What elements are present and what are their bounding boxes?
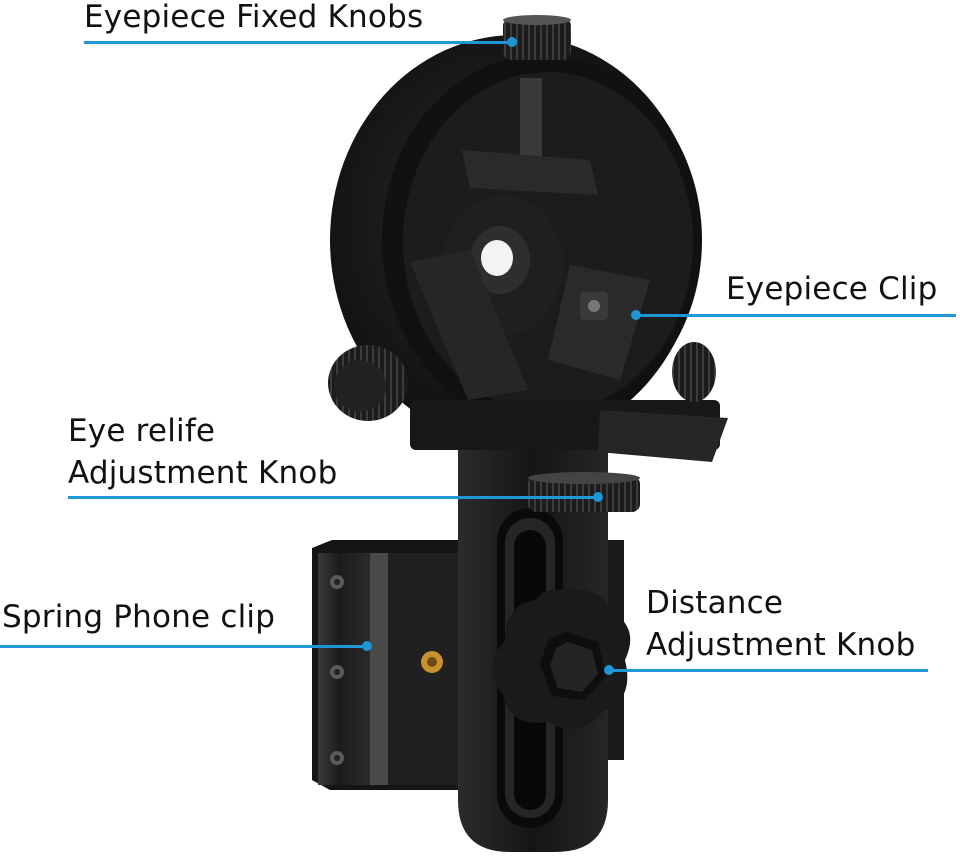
leader-dot-distance-knob [604,665,614,675]
leader-eyepiece-fixed-knobs [84,41,512,44]
side-knobs [328,342,716,421]
distance-star-knob [491,589,631,730]
label-distance-knob-line1: Distance [646,585,784,621]
label-distance-knob: Distance Adjustment Knob [646,582,915,666]
label-eye-relief-knob-line2: Adjustment Knob [68,455,338,491]
leader-eye-relief-knob [68,496,598,499]
leader-dot-spring-phone-clip [362,641,372,651]
slotted-arm [458,440,608,852]
label-spring-phone-clip-line1: Spring Phone clip [2,599,276,635]
leader-eyepiece-clip [636,314,956,317]
leader-spring-phone-clip [0,645,368,648]
label-spring-phone-clip: Spring Phone clip [2,596,275,638]
label-eyepiece-clip: Eyepiece Clip [726,268,938,310]
label-eyepiece-fixed-knobs-line1: Eyepiece Fixed Knobs [84,0,424,35]
label-eye-relief-knob: Eye relife Adjustment Knob [68,410,337,494]
eyepiece-clamp-parts [410,78,650,400]
label-eyepiece-fixed-knobs: Eyepiece Fixed Knobs [84,0,423,38]
leader-distance-knob [610,669,928,672]
label-eye-relief-knob-line1: Eye relife [68,413,216,449]
label-distance-knob-line2: Adjustment Knob [646,627,916,663]
leader-dot-eyepiece-clip [631,310,641,320]
leader-dot-eyepiece-fixed-knobs [507,37,517,47]
top-fixed-knob [503,15,571,60]
eye-relief-knob [528,472,640,512]
label-eyepiece-clip-line1: Eyepiece Clip [726,271,938,307]
leader-dot-eye-relief-knob [593,492,603,502]
